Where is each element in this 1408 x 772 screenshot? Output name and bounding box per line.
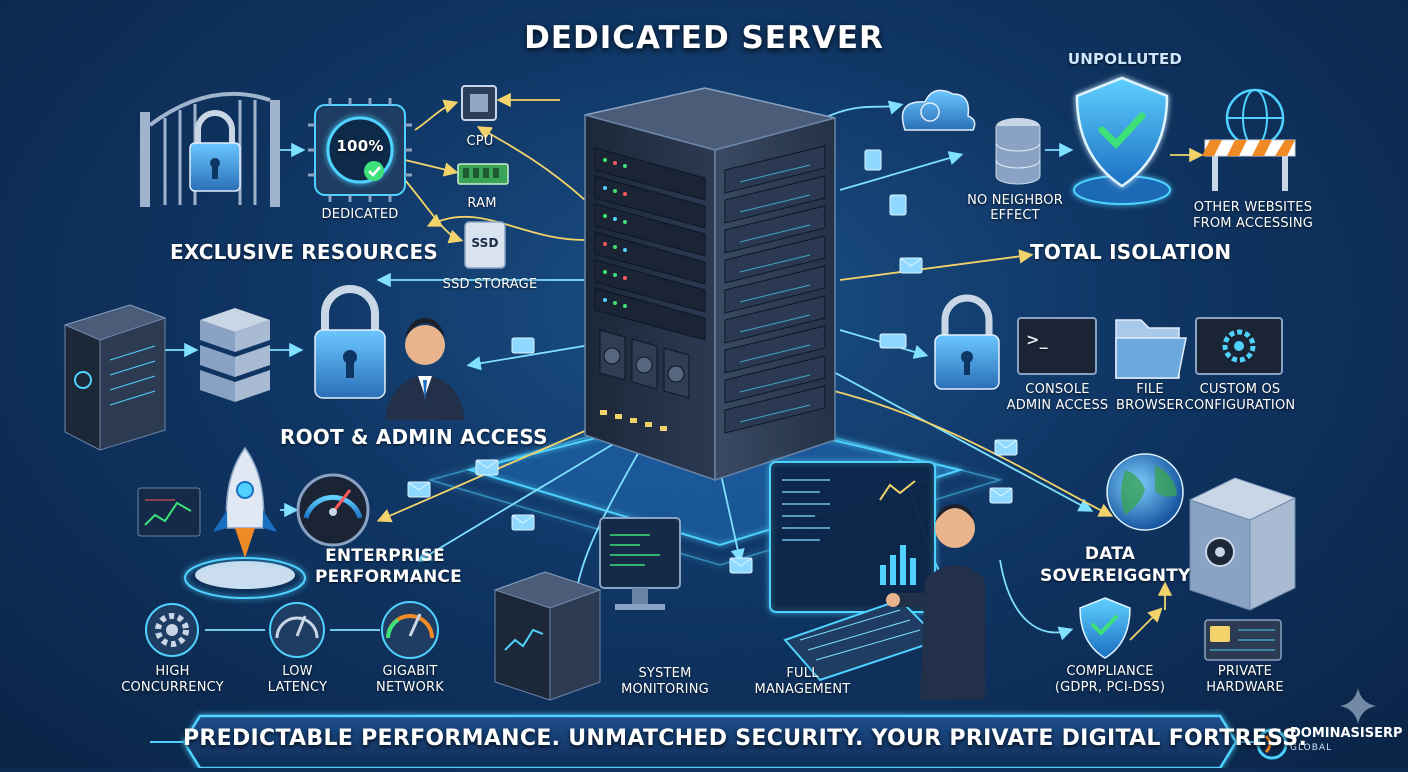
unpolluted-label: UNPOLLUTED [1067, 50, 1183, 68]
safe-icon [1188, 477, 1297, 611]
latency-gauge-icon [269, 602, 325, 658]
dedicated-chip-icon [308, 98, 412, 202]
monitor-icon [599, 517, 681, 610]
dedicated-label: DEDICATED [321, 207, 399, 222]
gate-lock-icon [140, 91, 280, 207]
low-latency-label-1: LOW [282, 664, 313, 679]
ssd-icon [464, 221, 506, 269]
operator-person-icon [886, 504, 985, 700]
total-isolation-heading: TOTAL ISOLATION [1030, 240, 1232, 264]
no-neighbor-label-1: NO NEIGHBOR [967, 193, 1063, 208]
shield-check-icon [1073, 76, 1171, 205]
root-admin-heading: ROOT & ADMIN ACCESS [280, 425, 548, 449]
console-label-2: ADMIN ACCESS [1006, 398, 1109, 413]
connection-lines [165, 92, 1204, 641]
high-concurrency-label-2: CONCURRENCY [121, 680, 224, 695]
system-monitoring-label-1: SYSTEM [638, 666, 692, 681]
private-hardware-label-1: PRIVATE [1217, 664, 1273, 679]
admin-person-icon [385, 318, 465, 420]
full-management-label-1: FULL [786, 666, 819, 681]
system-monitoring-label-2: MONITORING [621, 682, 709, 697]
server-tower-icon [63, 304, 167, 451]
ssd-chip-label: SSD [471, 236, 499, 250]
compliance-label-1: COMPLIANCE [1066, 664, 1154, 679]
data-packet-icons [407, 149, 1018, 574]
page-title: DEDICATED SERVER [524, 20, 884, 56]
brand-subtitle: GLOBAL [1290, 743, 1333, 753]
file-browser-icon [1115, 319, 1187, 379]
console-icon [1017, 317, 1097, 375]
network-gauge-icon [381, 601, 439, 659]
file-browser-label-2: BROWSER [1116, 398, 1184, 413]
cpu-icon [461, 85, 497, 121]
brand-name: DOMINASISERP [1290, 726, 1403, 741]
full-management-label-2: MANAGEMENT [754, 682, 851, 697]
globe-icon [1106, 453, 1184, 531]
globe-barrier-icon [1202, 88, 1296, 191]
other-websites-label-2: FROM ACCESSING [1192, 216, 1314, 231]
rack-status-leds [603, 158, 627, 308]
other-websites-label-1: OTHER WEBSITES [1193, 200, 1313, 215]
monitoring-server-icon [493, 571, 602, 701]
gigabit-network-label-1: GIGABIT [382, 664, 438, 679]
custom-os-icon [1195, 317, 1283, 375]
enterprise-performance-label-2: PERFORMANCE [315, 567, 462, 587]
cpu-label: CPU [466, 134, 494, 149]
no-neighbor-label-2: EFFECT [990, 208, 1040, 223]
private-hardware-icon [1204, 619, 1282, 661]
data-sovereignty-label-1: DATA [1084, 544, 1136, 564]
enterprise-performance-label-1: ENTERPRISE [325, 546, 445, 566]
ram-label: RAM [467, 196, 497, 211]
file-browser-label-1: FILE [1136, 382, 1164, 397]
exclusive-resources-heading: EXCLUSIVE RESOURCES [170, 240, 438, 264]
console-label-1: CONSOLE [1025, 382, 1090, 397]
console-prompt: >_ [1026, 330, 1048, 349]
gigabit-network-label-2: NETWORK [376, 680, 444, 695]
data-sovereignty-label-2: SOVEREIGGNTY [1040, 566, 1191, 586]
ram-icon [457, 163, 509, 185]
custom-os-label-2: CONFIGURATION [1184, 398, 1296, 413]
rocket-icon [184, 446, 306, 599]
sparkle-icon [1340, 688, 1376, 724]
ssd-storage-label: SSD STORAGE [442, 277, 538, 292]
dedicated-percent-label: 100% [336, 137, 384, 155]
server-stack-icon [200, 308, 270, 402]
private-hardware-label-2: HARDWARE [1206, 680, 1284, 695]
performance-chart-icon [137, 487, 201, 537]
access-lock-icon [934, 294, 1000, 390]
speedometer-icon [296, 473, 370, 547]
cloud-icon [901, 89, 976, 131]
admin-lock-icon [314, 285, 386, 399]
compliance-label-2: (GDPR, PCI-DSS) [1054, 680, 1166, 695]
database-icon [995, 118, 1041, 185]
compliance-shield-icon [1079, 597, 1131, 659]
low-latency-label-2: LATENCY [267, 680, 328, 695]
custom-os-label-1: CUSTOM OS [1199, 382, 1281, 397]
high-concurrency-label-1: HIGH [155, 664, 190, 679]
brand-logo-icon [1256, 728, 1288, 760]
gear-icon [145, 603, 199, 657]
tagline-banner: PREDICTABLE PERFORMANCE. UNMATCHED SECUR… [183, 726, 1308, 751]
dashboard-screen-icon [769, 461, 936, 613]
server-rack-icon [584, 87, 836, 482]
